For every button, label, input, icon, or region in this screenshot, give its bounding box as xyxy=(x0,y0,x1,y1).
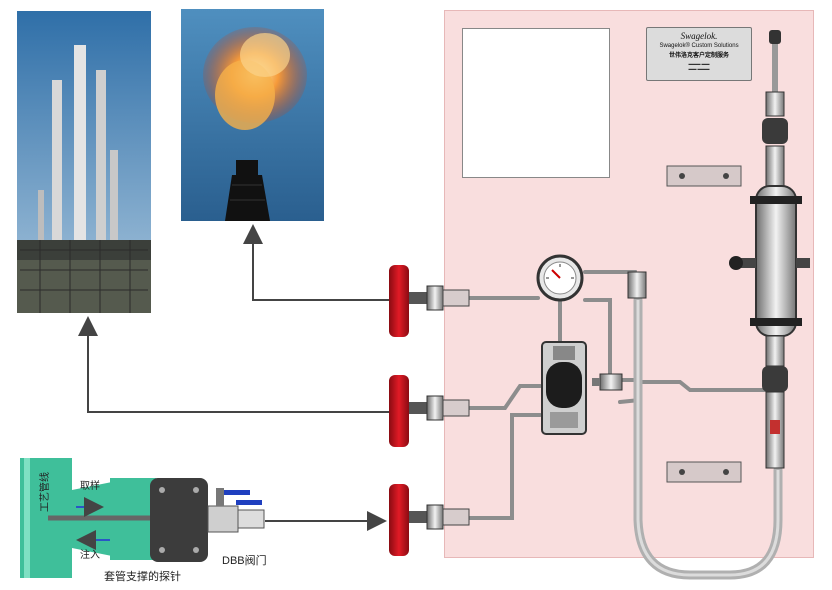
nameplate-brand: Swagelok. xyxy=(680,31,718,41)
elbow-fitting-icon xyxy=(627,271,647,299)
nameplate-fine-print: ▬▬▬ ▬▬▬▬ ▬▬▬ xyxy=(688,61,710,71)
pressure-gauge-icon xyxy=(536,254,584,302)
blank-board xyxy=(462,28,610,178)
label-probe: 套管支撑的探针 xyxy=(104,571,181,583)
valve-middle[interactable] xyxy=(389,375,470,447)
label-sample: 取样 xyxy=(80,481,100,492)
arrow-to-flare xyxy=(243,224,390,301)
label-process-pipe: 工艺管线 xyxy=(40,472,51,512)
arrow-to-refinery xyxy=(78,316,390,413)
sample-cylinder-assembly xyxy=(729,30,810,469)
tee-fitting-icon xyxy=(592,373,623,391)
nameplate-subtitle: Swagelok® Custom Solutions xyxy=(659,43,739,49)
valve-top[interactable] xyxy=(389,265,470,337)
valve-bottom[interactable] xyxy=(389,484,470,556)
flow-arrows xyxy=(78,224,390,531)
mounting-brackets xyxy=(666,165,742,483)
label-inject: 注入 xyxy=(80,550,100,561)
label-dbb-valve: DBB阀门 xyxy=(222,555,267,567)
probe-illustration xyxy=(20,458,265,578)
nameplate-chinese: 世伟洛克客户定制服务 xyxy=(668,53,729,59)
pressure-regulator-icon xyxy=(541,341,587,435)
swagelok-nameplate: Swagelok. Swagelok® Custom Solutions 世伟洛… xyxy=(646,27,752,81)
flexible-hose xyxy=(633,295,783,580)
